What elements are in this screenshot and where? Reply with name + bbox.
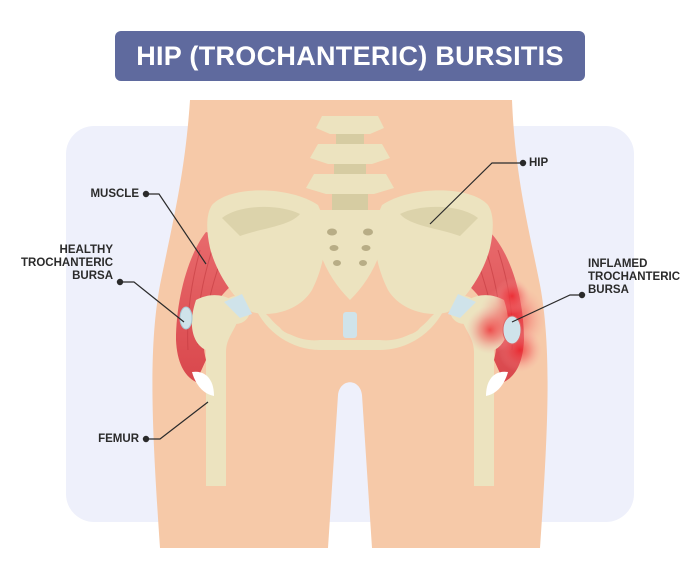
title-banner: HIP (TROCHANTERIC) BURSITIS <box>115 31 585 81</box>
label-inflamed-line2: TROCHANTERIC <box>588 271 680 283</box>
label-healthy-line1: HEALTHY <box>59 244 113 256</box>
label-healthy-line3: BURSA <box>72 270 113 282</box>
healthy-bursa <box>179 306 193 330</box>
label-femur: FEMUR <box>98 433 139 445</box>
label-muscle: MUSCLE <box>90 188 139 200</box>
label-inflamed-line1: INFLAMED <box>588 258 648 270</box>
lumbar-spine <box>306 116 394 210</box>
inflamed-bursa <box>466 278 546 372</box>
label-inflamed-line3: BURSA <box>588 284 629 296</box>
page-title: HIP (TROCHANTERIC) BURSITIS <box>136 40 564 71</box>
label-healthy-line2: TROCHANTERIC <box>21 257 113 269</box>
label-healthy-bursa: HEALTHY TROCHANTERIC BURSA <box>21 244 113 283</box>
leader-lines <box>116 159 586 443</box>
label-hip: HIP <box>529 157 549 169</box>
label-inflamed-bursa: INFLAMED TROCHANTERIC BURSA <box>588 258 680 297</box>
